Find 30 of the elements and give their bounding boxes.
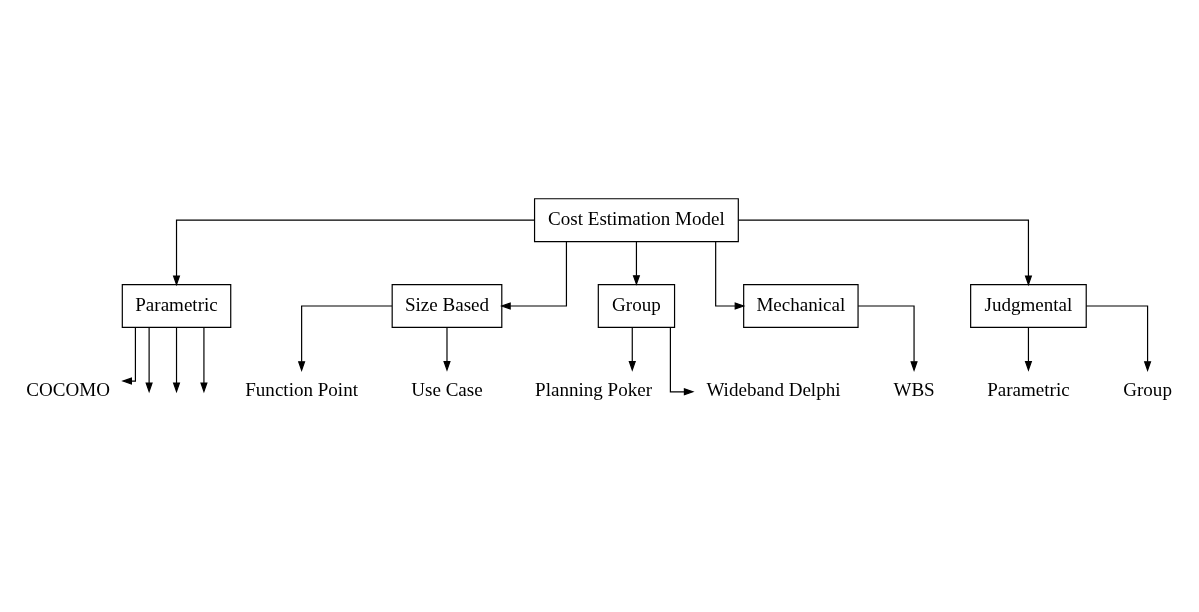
node-box: Parametric (121, 283, 232, 329)
arrow (443, 327, 451, 372)
arrow (172, 219, 535, 287)
node-box: Mechanical (743, 283, 859, 329)
node-text: Wideband Delphi (706, 379, 841, 401)
node-text: Parametric (987, 379, 1070, 401)
arrow (145, 327, 153, 394)
node-text: WBS (893, 379, 935, 401)
node-box: Size Based (391, 283, 503, 329)
node-text: Planning Poker (535, 379, 653, 401)
node-box: Judgmental (970, 283, 1087, 329)
arrow (200, 327, 208, 394)
node-text: Use Case (411, 379, 483, 401)
arrow (632, 241, 641, 286)
node-text: Group (1123, 379, 1172, 401)
arrow (669, 327, 695, 396)
node-text: COCOMO (26, 379, 110, 401)
arrow (737, 219, 1033, 287)
arrow (1085, 305, 1152, 372)
arrow (121, 327, 136, 385)
arrow (172, 327, 181, 394)
arrow (715, 241, 746, 310)
arrow (628, 327, 637, 372)
node-text: Function Point (245, 379, 358, 401)
arrow (500, 241, 568, 310)
node-box: Group (597, 283, 676, 329)
arrow (297, 305, 393, 372)
arrow (857, 305, 918, 372)
arrow (1024, 327, 1033, 372)
node-box: Cost Estimation Model (533, 198, 739, 243)
